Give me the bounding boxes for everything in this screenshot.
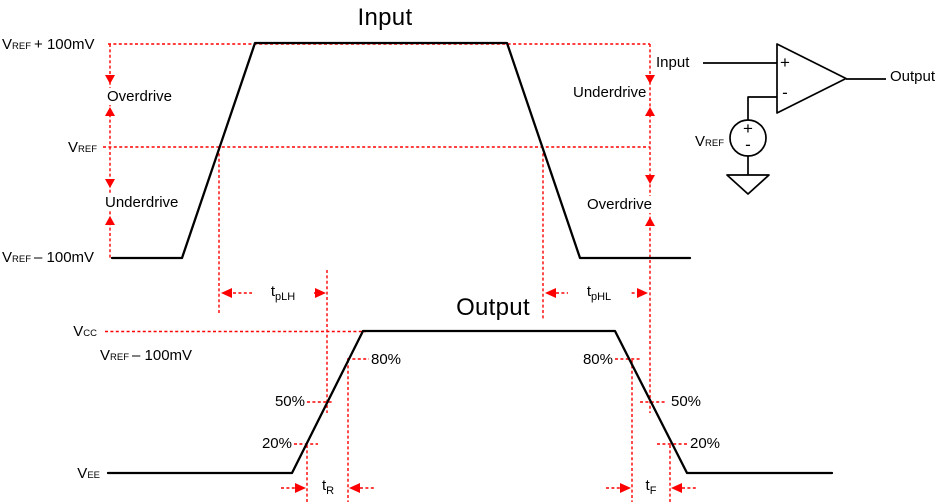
vref-minus-rest: – 100mV xyxy=(34,249,95,266)
vcc-label: VCC xyxy=(27,323,97,342)
vertical-annotation-lines xyxy=(109,44,671,502)
pct50-fall-label: 50% xyxy=(671,393,702,410)
arrowhead-right-icon xyxy=(295,483,306,493)
output-vref-minus-sub: REF xyxy=(110,352,130,363)
vref-plus-sub: REF xyxy=(12,41,32,52)
tphl-sub: pHL xyxy=(590,291,612,303)
comparator-minus-input: - xyxy=(782,83,788,102)
overdrive-label-right: Overdrive xyxy=(584,196,656,213)
circuit-input-label: Input xyxy=(656,54,690,71)
vref-base: V xyxy=(67,139,78,156)
arrowhead-up-icon xyxy=(105,216,115,225)
arrowhead-right-icon xyxy=(620,483,631,493)
circuit-output-label: Output xyxy=(890,68,936,85)
timing-arrow-shafts xyxy=(233,292,696,489)
vref-source xyxy=(729,119,767,157)
vref-plus-rest: + 100mV xyxy=(34,36,95,53)
vref-sub: REF xyxy=(78,144,97,155)
circuit-wires xyxy=(703,62,886,175)
source-minus-terminal: - xyxy=(745,135,751,154)
tf-base: t xyxy=(645,477,650,494)
tr-sub: R xyxy=(326,485,335,497)
pct20-rise-label: 20% xyxy=(261,435,292,452)
pct80-fall-label: 80% xyxy=(582,351,613,368)
arrowhead-left-icon xyxy=(545,288,556,298)
comparator-plus-input: + xyxy=(780,53,790,72)
overdrive-label-left: Overdrive xyxy=(104,88,176,105)
arrowhead-down-icon xyxy=(645,175,655,184)
vcc-sub: CC xyxy=(83,328,97,339)
underdrive-label-right: Underdrive xyxy=(570,84,650,101)
vee-sub: EE xyxy=(87,470,100,481)
tplh-label: tpLH xyxy=(252,283,314,306)
tr-label: tR xyxy=(308,477,348,500)
ground-icon xyxy=(726,174,770,195)
circuit-vref-sub: REF xyxy=(705,138,724,149)
arrowhead-right-icon xyxy=(637,288,648,298)
annotation-arrowheads xyxy=(105,75,682,493)
arrowhead-down-icon xyxy=(105,179,115,188)
arrowhead-right-icon xyxy=(315,288,326,298)
output-vref-minus-rest: – 100mV xyxy=(132,347,193,364)
vref-label: VREF xyxy=(27,139,97,158)
waveform-traces xyxy=(106,41,834,475)
circuit-vref-base: V xyxy=(694,133,705,150)
vref-minus-sub: REF xyxy=(12,254,32,265)
arrowhead-down-icon xyxy=(105,75,115,84)
comparator-triangle xyxy=(776,43,847,114)
arrowhead-up-icon xyxy=(105,107,115,116)
pct80-rise-label: 80% xyxy=(371,351,402,368)
vref-minus-base: V xyxy=(2,249,13,266)
tphl-label: tpHL xyxy=(568,283,630,306)
circuit-vref-label: VREF xyxy=(660,133,724,152)
arrowhead-up-icon xyxy=(645,107,655,116)
tf-label: tF xyxy=(631,477,671,500)
output-vref-minus-base: V xyxy=(100,347,111,364)
arrowhead-left-icon xyxy=(349,483,360,493)
source-plus-terminal: + xyxy=(743,119,753,138)
arrowhead-down-icon xyxy=(645,75,655,84)
arrowhead-left-icon xyxy=(671,483,682,493)
annotation-lines xyxy=(103,43,696,502)
tr-base: t xyxy=(321,477,327,494)
underdrive-label-left: Underdrive xyxy=(102,194,182,211)
input-waveform-trace xyxy=(110,41,692,260)
comparator-circuit xyxy=(703,43,886,195)
vcc-base: V xyxy=(73,323,84,340)
output-waveform-trace xyxy=(106,329,834,475)
arrowhead-up-icon xyxy=(645,217,655,226)
pct20-fall-label: 20% xyxy=(690,435,721,452)
tplh-base: t xyxy=(270,283,275,300)
tf-sub: F xyxy=(649,485,657,497)
input-waveform-title: Input xyxy=(357,4,413,31)
output-vref-minus-100mv-label: VREF– 100mV xyxy=(100,347,192,366)
pct50-rise-label: 50% xyxy=(274,393,305,410)
vee-label: VEE xyxy=(30,465,100,484)
tphl-base: t xyxy=(586,283,591,300)
arrowhead-left-icon xyxy=(221,288,232,298)
output-waveform-title: Output xyxy=(456,294,530,321)
percent-tick-lines xyxy=(294,358,687,445)
vref-plus-base: V xyxy=(2,36,13,53)
vee-base: V xyxy=(77,465,88,482)
vref-plus-100mv-label: VREF+ 100mV xyxy=(2,36,94,55)
tplh-sub: pLH xyxy=(274,291,296,303)
vref-minus-100mv-label: VREF– 100mV xyxy=(2,249,94,268)
